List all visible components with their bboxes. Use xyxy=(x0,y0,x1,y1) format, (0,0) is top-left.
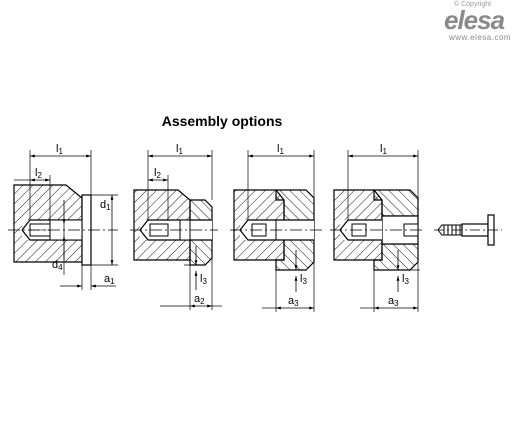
dim-d4-opt1: d4 xyxy=(52,259,63,272)
dim-a3-opt3: a3 xyxy=(288,295,299,308)
assembly-option-3 xyxy=(230,150,322,312)
dim-l3-opt2: l3 xyxy=(200,273,207,286)
dim-l3-opt3: l3 xyxy=(300,273,307,286)
dimension-labels: l1 l2 d1 d4 a1 l1 l2 l3 a2 l1 l3 a3 l1 l… xyxy=(35,143,409,308)
dim-a3-opt4: a3 xyxy=(388,295,399,308)
website-text: www.elesa.com xyxy=(449,33,512,42)
assembly-option-4 xyxy=(330,150,422,312)
dim-l2-opt1: l2 xyxy=(35,167,42,180)
assembly-option-2 xyxy=(130,150,222,310)
elesa-logo: elesa xyxy=(444,5,505,35)
dim-l1-opt1: l1 xyxy=(56,143,63,156)
dim-a2-opt2: a2 xyxy=(194,293,205,306)
dim-l1-opt3: l1 xyxy=(277,143,284,156)
copyright-text: © Copyright xyxy=(454,1,492,8)
dim-d1-opt1: d1 xyxy=(100,199,111,212)
dim-l2-opt2: l2 xyxy=(154,167,161,180)
screw-part xyxy=(434,214,502,246)
assembly-option-1 xyxy=(8,150,118,290)
dim-l1-opt4: l1 xyxy=(380,143,387,156)
dim-l1-opt2: l1 xyxy=(176,143,183,156)
diagram-title: Assembly options xyxy=(161,113,283,129)
dim-l3-opt4: l3 xyxy=(402,273,409,286)
dim-a1-opt1: a1 xyxy=(104,273,115,286)
